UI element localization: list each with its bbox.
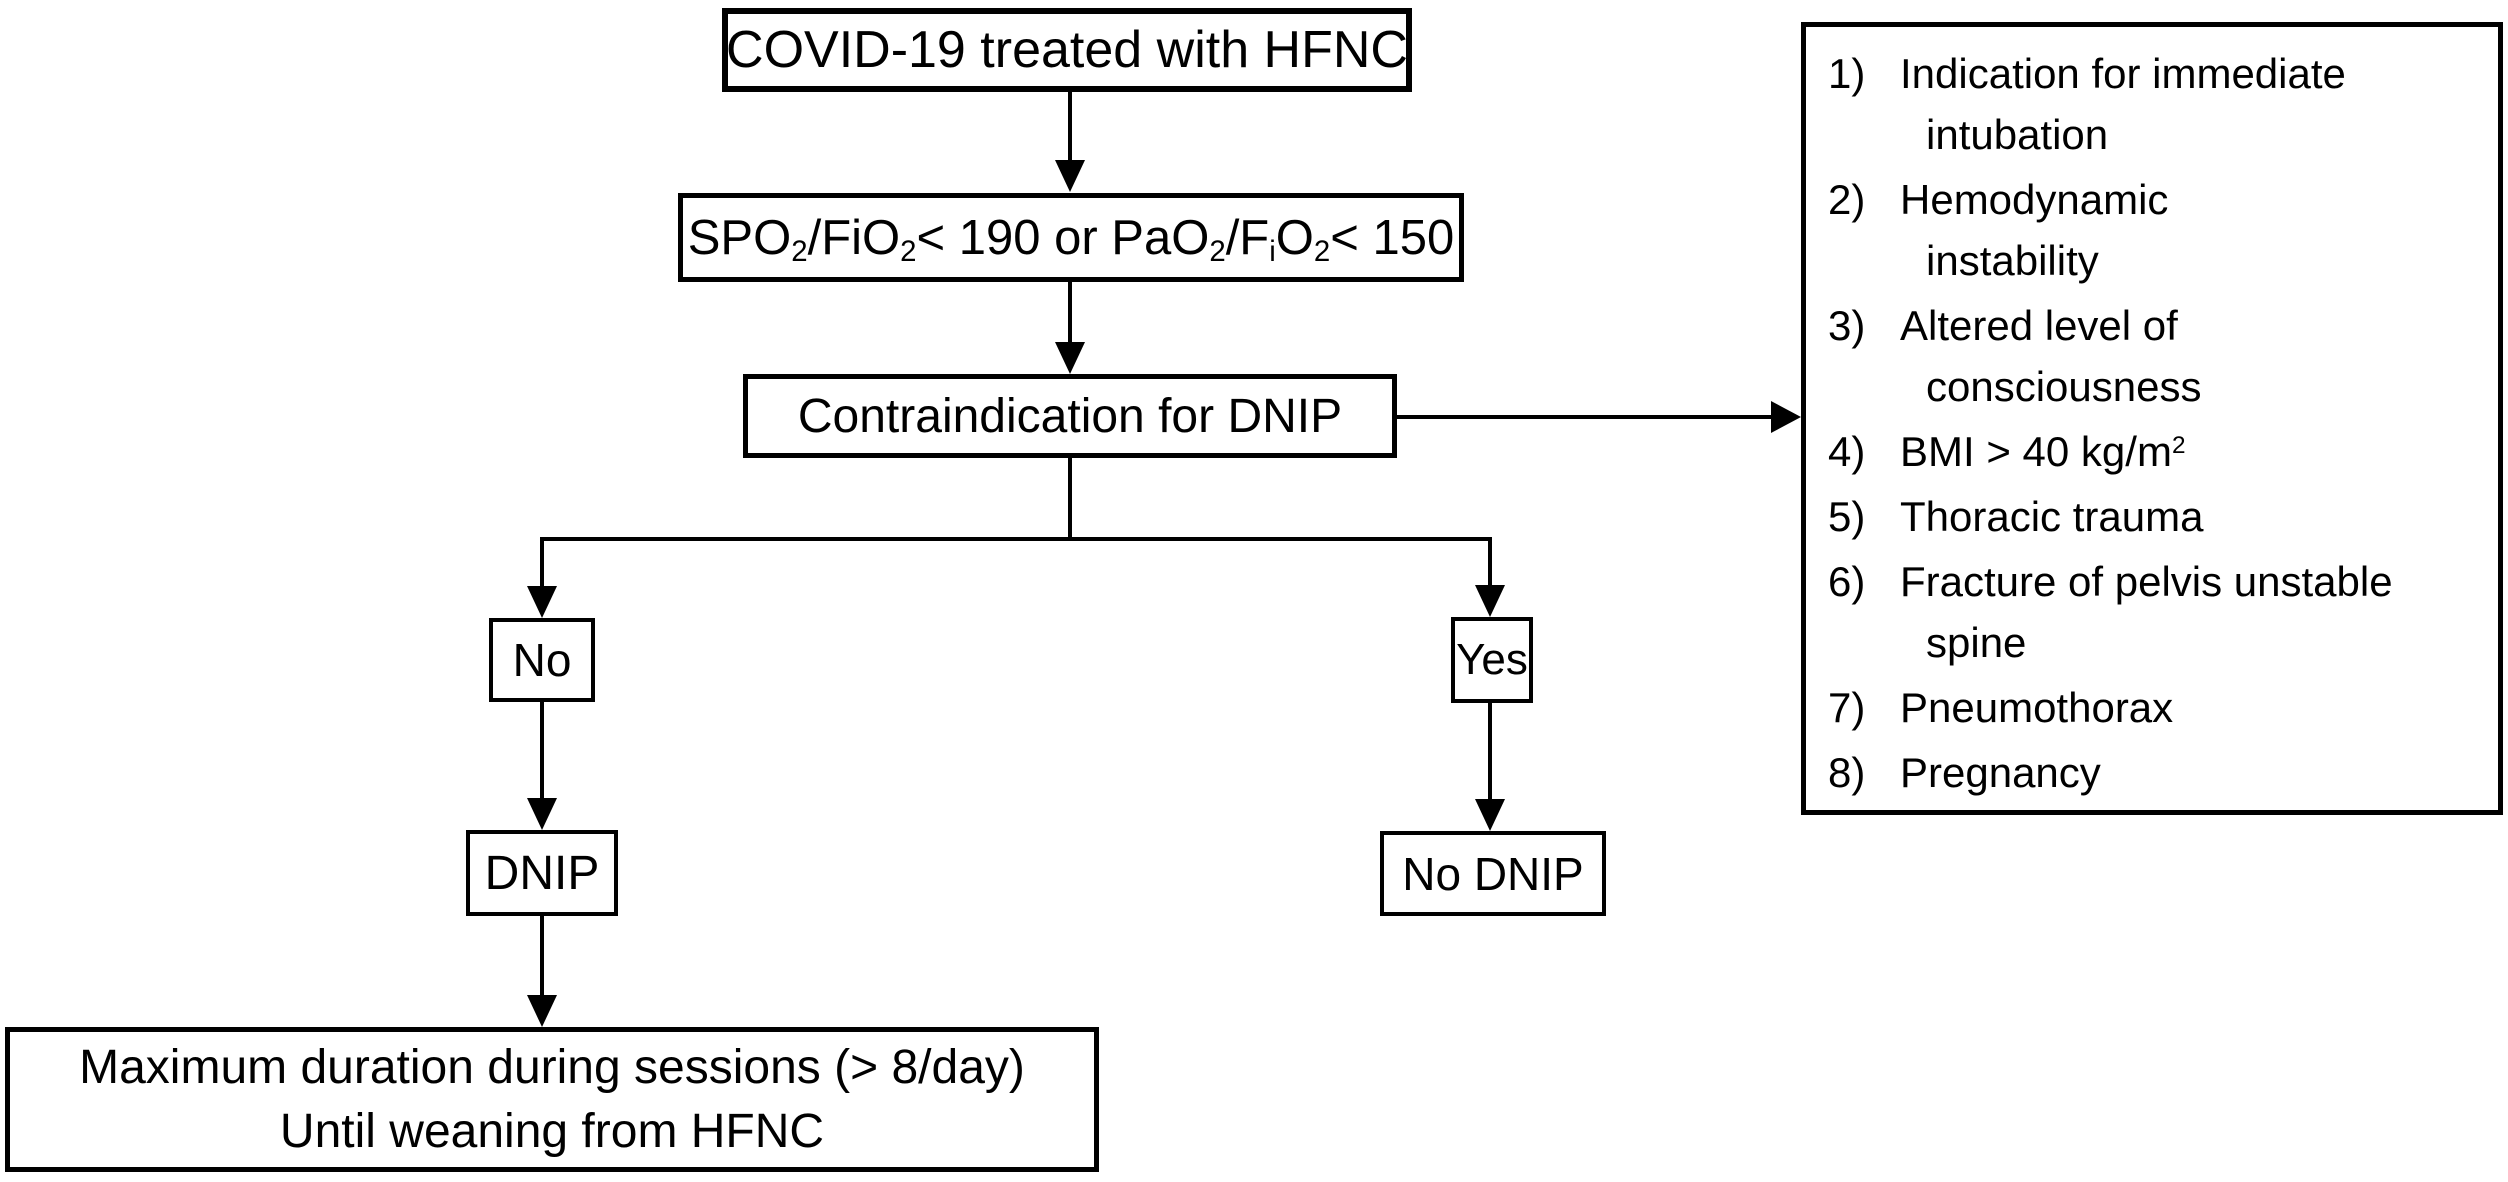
- arrowhead-down-icon: [1055, 160, 1085, 192]
- max-duration-line2: Until weaning from HFNC: [279, 1104, 825, 1158]
- arrowhead-down-icon: [1475, 799, 1505, 831]
- connector-branch-to-no: [540, 537, 544, 589]
- contraindication-list-item: 5) Thoracic trauma: [1828, 486, 2488, 547]
- arrowhead-down-icon: [527, 995, 557, 1027]
- list-item-number: 8): [1828, 749, 1866, 796]
- connector-yes-to-nodnip: [1488, 703, 1492, 801]
- connector-covid-to-criteria: [1068, 92, 1072, 162]
- connector-branch-to-yes: [1488, 537, 1492, 589]
- list-item-number: 2): [1828, 176, 1866, 223]
- connector-contraindication-to-list: [1397, 415, 1773, 419]
- list-item-number: 6): [1828, 558, 1866, 605]
- node-contraindication-for-dnip: Contraindication for DNIP: [743, 374, 1397, 458]
- contraindication-list-item: 8) Pregnancy: [1828, 742, 2488, 803]
- list-item-number: 7): [1828, 684, 1866, 731]
- connector-no-to-dnip: [540, 702, 544, 800]
- arrowhead-right-icon: [1771, 401, 1801, 433]
- connector-branch-line: [540, 537, 1492, 541]
- list-item-number: 5): [1828, 493, 1866, 540]
- node-dnip: DNIP: [466, 830, 618, 916]
- list-item-text: Pregnancy: [1900, 749, 2101, 796]
- list-item-text: BMI > 40 kg/m2: [1900, 428, 2186, 475]
- node-no-dnip: No DNIP: [1380, 831, 1606, 916]
- arrowhead-down-icon: [527, 586, 557, 618]
- list-item-text: Pneumothorax: [1900, 684, 2174, 731]
- connector-criteria-to-contraindication: [1068, 282, 1072, 344]
- arrowhead-down-icon: [527, 798, 557, 830]
- node-covid-treated-with-hfnc: COVID-19 treated with HFNC: [722, 8, 1412, 92]
- list-item-number: 1): [1828, 50, 1866, 97]
- node-max-duration: Maximum duration during sessions (> 8/da…: [5, 1027, 1099, 1172]
- contraindication-list-item: 4) BMI > 40 kg/m2: [1828, 421, 2488, 482]
- list-item-text: Thoracic trauma: [1900, 493, 2204, 540]
- node-yes: Yes: [1451, 617, 1533, 703]
- list-item-number: 3): [1828, 302, 1866, 349]
- arrowhead-down-icon: [1475, 585, 1505, 617]
- contraindication-list-item: 7) Pneumothorax: [1828, 677, 2488, 738]
- max-duration-line1: Maximum duration during sessions (> 8/da…: [79, 1040, 1025, 1094]
- connector-dnip-to-duration: [540, 916, 544, 997]
- list-item-number: 4): [1828, 428, 1866, 475]
- arrowhead-down-icon: [1055, 342, 1085, 374]
- connector-contraindication-stub: [1068, 458, 1072, 541]
- node-no: No: [489, 618, 595, 702]
